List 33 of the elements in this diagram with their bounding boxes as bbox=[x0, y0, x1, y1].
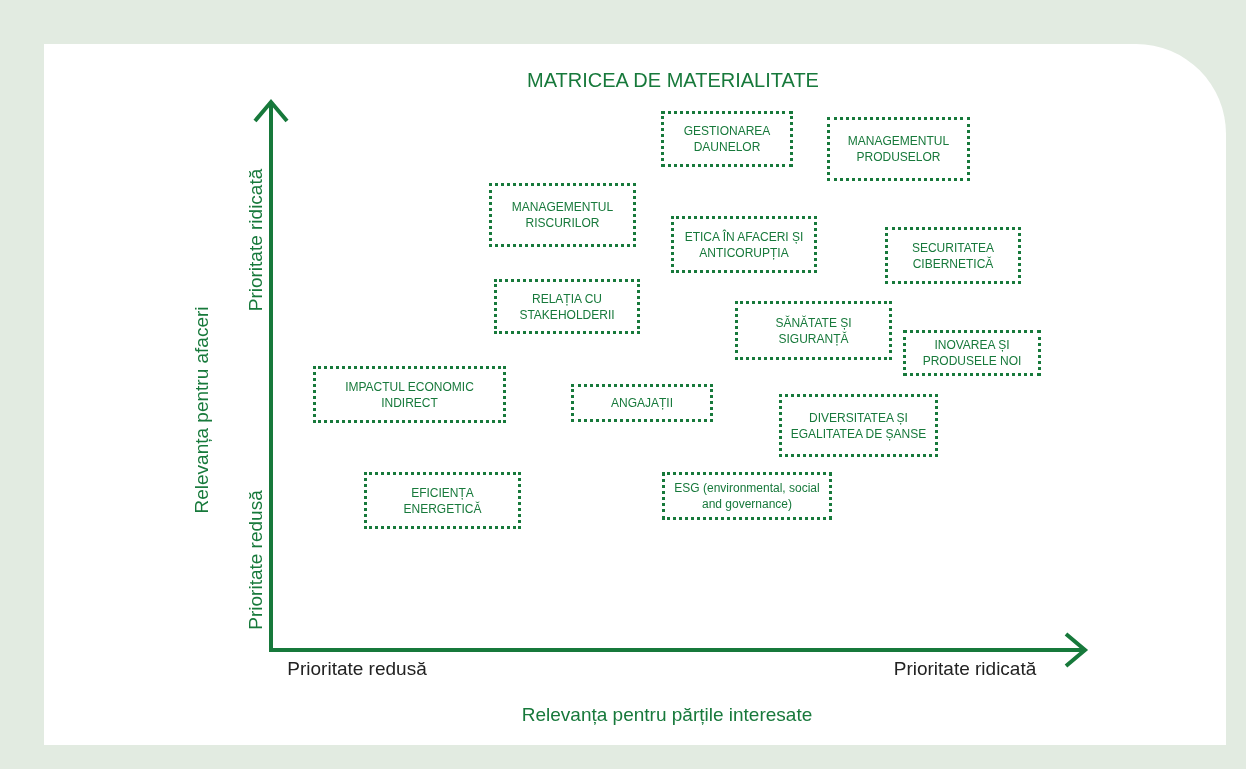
topic-label: MANAGEMENTUL PRODUSELOR bbox=[846, 133, 951, 165]
topic-label: ANGAJAȚII bbox=[611, 395, 673, 411]
axis-label: Prioritate redusă bbox=[287, 658, 427, 678]
axis-label: Relevanța pentru părțile interesate bbox=[521, 704, 813, 724]
topic-box bbox=[735, 301, 892, 360]
axis-label: Relevanța pentru afaceri bbox=[191, 306, 211, 514]
topic-label: GESTIONAREA DAUNELOR bbox=[682, 123, 772, 155]
topic-box bbox=[571, 384, 713, 422]
topic-label: SECURITATEA CIBERNETICĂ bbox=[910, 239, 996, 272]
topic-box bbox=[364, 472, 521, 529]
axis-label: Prioritate ridicată bbox=[893, 658, 1037, 678]
topic-label: ETICA ÎN AFACERI ȘI ANTICORUPȚIA bbox=[683, 228, 805, 261]
axis-label: Prioritate redusă bbox=[245, 490, 265, 630]
topic-box bbox=[313, 366, 506, 423]
topic-box bbox=[903, 330, 1041, 376]
topic-box bbox=[671, 216, 817, 273]
topic-box bbox=[885, 227, 1021, 284]
axis-label: Prioritate ridicată bbox=[245, 168, 265, 312]
chart-title: MATRICEA DE MATERIALITATE bbox=[526, 70, 820, 90]
topic-box bbox=[662, 472, 832, 520]
topic-label: MANAGEMENTUL RISCURILOR bbox=[510, 199, 615, 231]
topic-box bbox=[779, 394, 938, 457]
topic-label: IMPACTUL ECONOMIC INDIRECT bbox=[344, 378, 475, 411]
topic-box bbox=[827, 117, 970, 181]
topic-box bbox=[494, 279, 640, 334]
topic-label: DIVERSITATEA ȘI EGALITATEA DE ȘANSE bbox=[789, 409, 928, 442]
topic-label: INOVAREA ȘI PRODUSELE NOI bbox=[921, 337, 1023, 369]
topic-label: ESG (environmental, social and governance) bbox=[673, 480, 821, 512]
topic-label: RELAȚIA CU STAKEHOLDERII bbox=[518, 290, 616, 323]
topic-label: SĂNĂTATE ȘI SIGURANȚĂ bbox=[774, 314, 853, 347]
topic-box bbox=[489, 183, 636, 247]
topic-label: EFICIENȚA ENERGETICĂ bbox=[402, 484, 483, 517]
topic-box bbox=[661, 111, 793, 167]
